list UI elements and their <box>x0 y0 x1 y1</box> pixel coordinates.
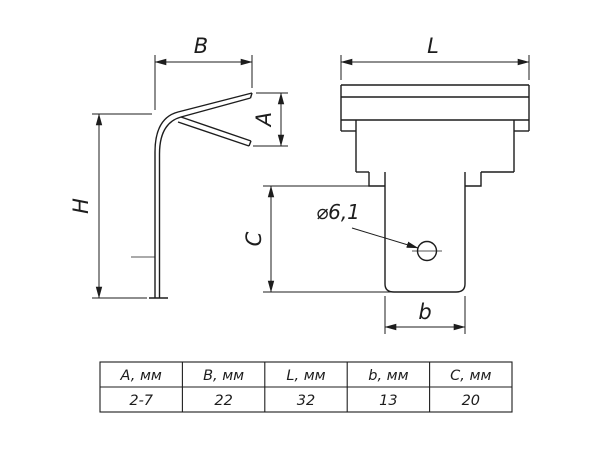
table-value-B: 22 <box>214 393 232 409</box>
table-header-C: C, мм <box>450 368 491 384</box>
hole-callout: ⌀6,1 <box>316 200 419 249</box>
dim-label-H: H <box>69 198 93 214</box>
dimension-H: H <box>69 113 152 299</box>
clip-leg-outer <box>154 92 253 298</box>
dimension-B: B <box>154 34 253 110</box>
table-header-B: B, мм <box>203 368 244 384</box>
table-value-L: 32 <box>297 393 315 409</box>
dim-label-B: B <box>194 34 208 58</box>
clip-side-outline <box>131 92 253 299</box>
clip-front-outline <box>340 84 530 293</box>
leader-line <box>351 227 419 249</box>
table-value-b: 13 <box>379 393 397 409</box>
table-header-b: b, мм <box>368 368 408 384</box>
dim-label-C: C <box>242 231 266 246</box>
table-value-A: 2-7 <box>129 393 153 409</box>
dimensions-table: A, мм B, мм L, мм b, мм C, мм 2-7 22 32 … <box>99 361 513 413</box>
dimension-b: b <box>384 296 466 334</box>
lower-prong-bottom <box>177 121 250 147</box>
table-header-row: A, мм B, мм L, мм b, мм C, мм <box>120 368 492 384</box>
side-view: B A H <box>69 34 288 299</box>
table-header-L: L, мм <box>286 368 325 384</box>
table-value-C: 20 <box>462 393 480 409</box>
dim-label-b: b <box>418 300 431 324</box>
lower-prong-top <box>180 116 252 142</box>
lower-prong-tip <box>248 140 252 147</box>
dim-label-L: L <box>427 34 439 58</box>
dimension-A: A <box>252 92 288 147</box>
right-ear <box>465 172 482 187</box>
dim-label-A: A <box>252 112 276 128</box>
table-value-row: 2-7 22 32 13 20 <box>129 393 480 409</box>
table-header-A: A, мм <box>120 368 162 384</box>
clip-leg-inner <box>158 97 251 298</box>
front-view: L C b ⌀6,1 <box>242 34 530 334</box>
dimension-C: C <box>242 185 392 293</box>
dimension-L: L <box>340 34 530 80</box>
hole-diameter-label: ⌀6,1 <box>316 200 360 224</box>
tab-bottom <box>384 283 466 293</box>
upper-prong-tip <box>249 92 253 99</box>
